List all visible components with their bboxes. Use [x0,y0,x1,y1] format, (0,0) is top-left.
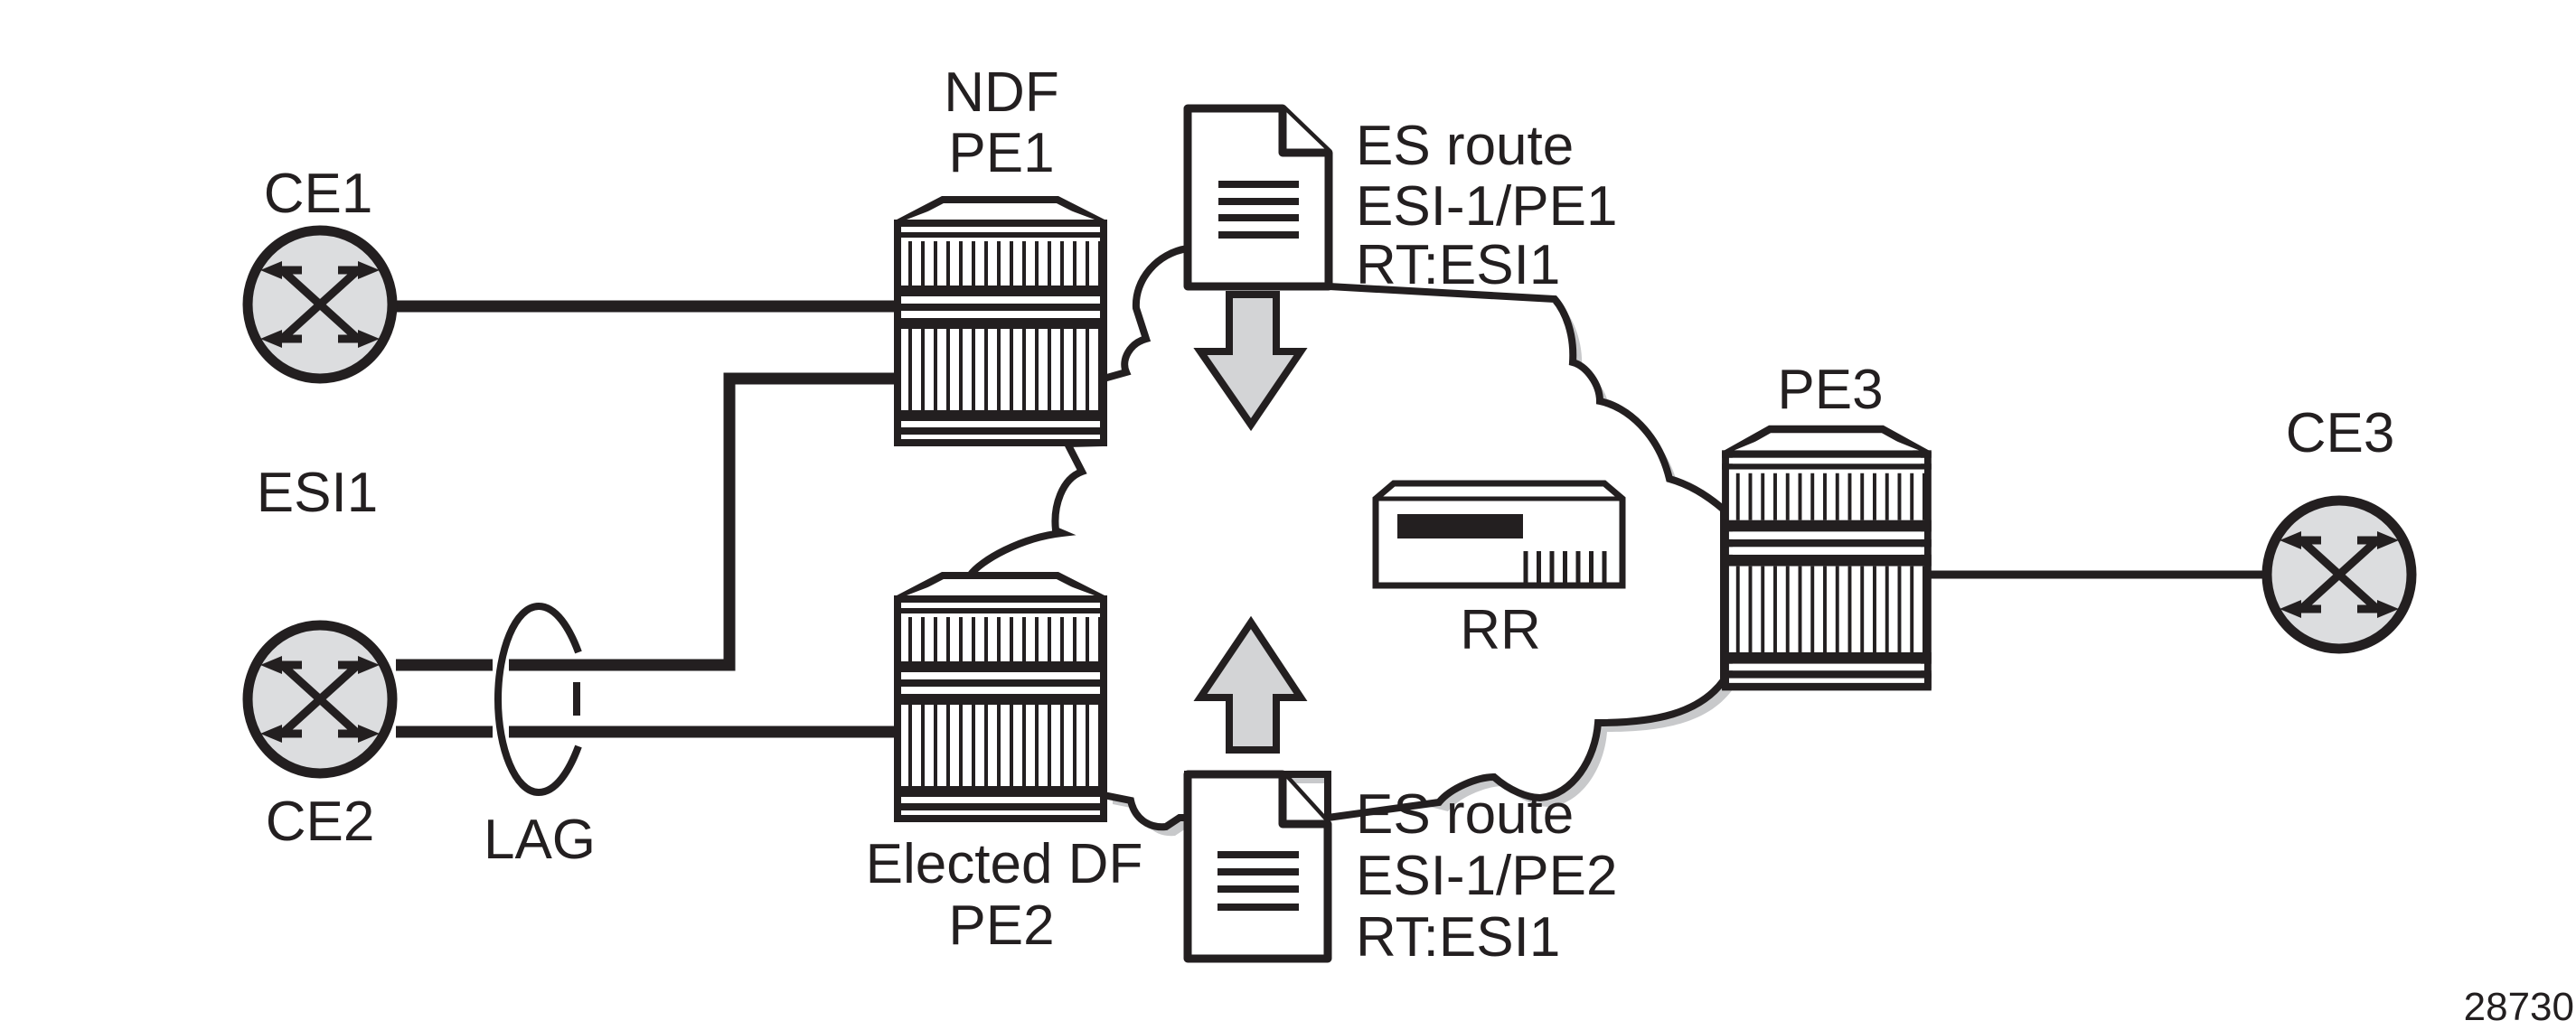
route-pe1-line-2: ESI-1/PE1 [1356,175,1617,238]
rr-server[interactable] [1372,480,1626,589]
es-route-pe1-document[interactable] [1183,104,1333,291]
ce1-router[interactable] [242,225,398,384]
pe1-role-label: NDF [944,61,1058,124]
document-icon [1183,770,1332,963]
pe3-label: PE3 [1777,359,1883,421]
pe1-label: PE1 [948,122,1054,184]
route-pe1-line-3: RT:ESI1 [1356,234,1560,296]
pe2-label: PE2 [948,894,1054,957]
ce2-label: CE2 [266,791,375,853]
router-icon [2261,495,2417,654]
links [396,300,2263,738]
route-pe2-line-3: RT:ESI1 [1356,906,1560,969]
lag-bundle-icon [493,602,582,797]
figure-id: 28730 [2464,985,2574,1029]
router-icon [242,620,398,779]
pe3-router[interactable] [1722,425,1932,691]
document-icon [1183,104,1333,291]
route-pe2-line-1: ES route [1356,783,1574,846]
pe-router-chassis-icon [894,572,1107,822]
network-cloud [964,245,1733,837]
pe-router-chassis-icon [1722,425,1932,691]
ce3-router[interactable] [2261,495,2417,654]
router-icon [242,225,398,384]
ce1-label: CE1 [264,163,373,225]
arrow-up-icon [1193,615,1308,754]
ce3-label: CE3 [2286,402,2395,464]
link-ce2-pe1 [396,372,898,671]
ce2-router[interactable] [242,620,398,779]
route-pe1-line-1: ES route [1356,115,1574,177]
pe-router-chassis-icon [894,196,1107,446]
route-pe2-line-2: ESI-1/PE2 [1356,845,1617,907]
cloud-outline [964,245,1727,831]
arrow-down-icon [1193,291,1308,432]
es-route-pe2-document[interactable] [1183,770,1332,963]
route-reflector-server-icon [1372,480,1626,589]
rr-label: RR [1460,599,1541,661]
pe2-role-label: Elected DF [866,833,1143,895]
lag-label: LAG [484,809,596,871]
pe1-router[interactable] [894,196,1107,446]
esi-label: ESI1 [257,462,378,524]
pe2-router[interactable] [894,572,1107,822]
